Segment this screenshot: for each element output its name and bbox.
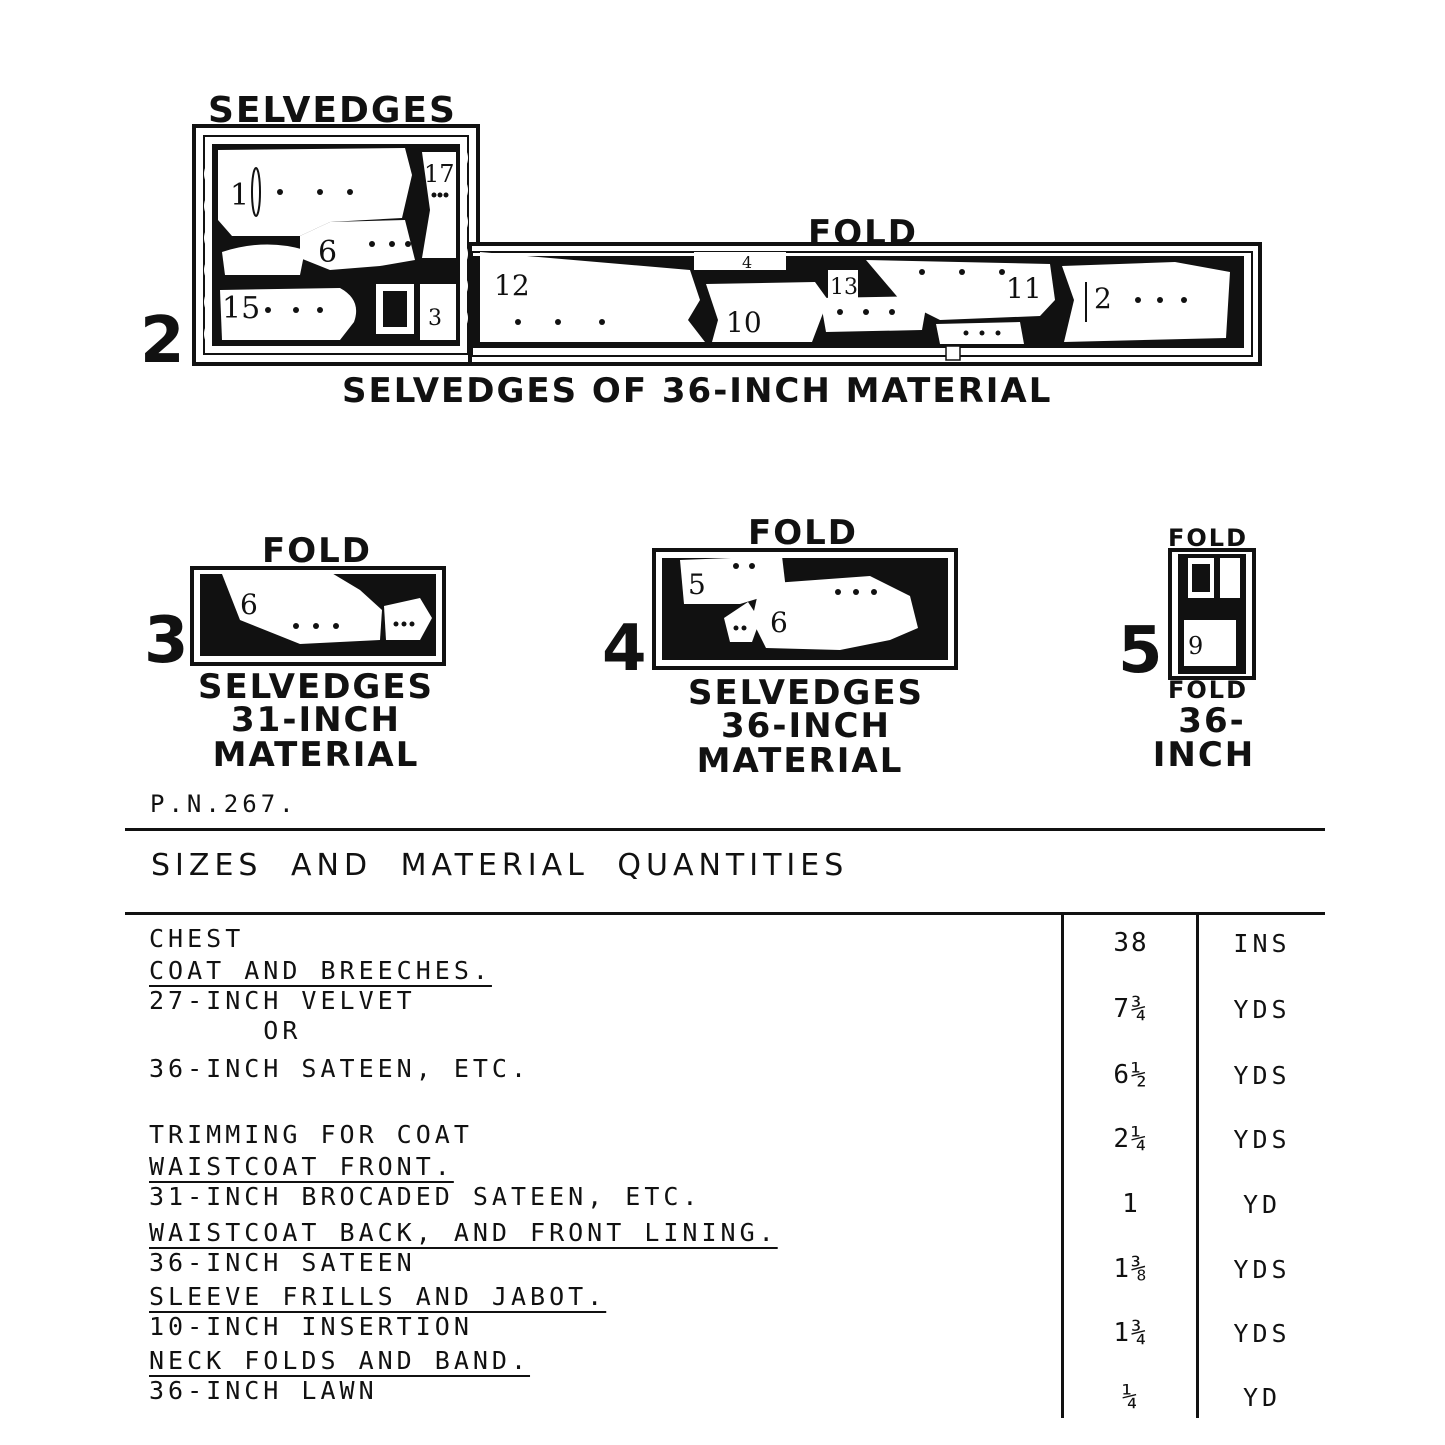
quantity-value: 1⅜ bbox=[1113, 1254, 1149, 1284]
piece-6: 6 bbox=[318, 235, 337, 270]
piece-17: 17 bbox=[424, 160, 455, 188]
layout-4-caption-3: MATERIAL bbox=[697, 741, 904, 781]
table-row: WAISTCOAT FRONT. 31-INCH BROCADED SATEEN… bbox=[149, 1152, 702, 1211]
unit-value: YDS bbox=[1233, 995, 1291, 1024]
column-divider-unit bbox=[1196, 915, 1199, 1418]
table-row: COAT AND BREECHES. 27-INCH VELVET OR bbox=[149, 956, 492, 1045]
piece-10: 10 bbox=[726, 306, 762, 339]
quantity-value: 2¼ bbox=[1113, 1124, 1149, 1154]
layout-3-caption-3: MATERIAL bbox=[213, 735, 420, 775]
layout-4-caption-1: SELVEDGES bbox=[688, 673, 924, 713]
layout-3-fold-label: FOLD bbox=[262, 531, 372, 571]
piece-15: 15 bbox=[222, 291, 260, 326]
layout-5-fold-top: FOLD bbox=[1168, 524, 1248, 552]
table-row: CHEST bbox=[149, 924, 245, 953]
unit-value: YDS bbox=[1233, 1319, 1291, 1348]
layout-4-number: 4 bbox=[602, 612, 647, 686]
table-row: WAISTCOAT BACK, AND FRONT LINING. 36-INC… bbox=[149, 1218, 778, 1277]
piece-4: 4 bbox=[742, 253, 752, 272]
quantity-value: 38 bbox=[1113, 928, 1149, 958]
unit-value: YDS bbox=[1233, 1125, 1291, 1154]
layout-5: FOLD 9 5 FOLD 36- INCH bbox=[1118, 524, 1256, 775]
layout-5-number: 5 bbox=[1118, 614, 1163, 688]
layout-3-caption-2: 31-INCH bbox=[231, 700, 401, 740]
layout-2-fold-label: FOLD bbox=[808, 213, 918, 253]
table-header-rule bbox=[125, 912, 1325, 915]
layout-4-piece-5: 5 bbox=[688, 568, 706, 601]
layout-3-number: 3 bbox=[144, 604, 189, 678]
layout-2-number: 2 bbox=[140, 304, 185, 378]
layout-2-bottom-label: SELVEDGES OF 36-INCH MATERIAL bbox=[342, 371, 1052, 411]
layout-5-caption-1: 36- bbox=[1178, 701, 1245, 741]
piece-11: 11 bbox=[1006, 272, 1042, 305]
layout-5-piece-9: 9 bbox=[1188, 632, 1203, 660]
piece-1: 1 bbox=[230, 178, 249, 213]
pattern-number: P.N.267. bbox=[150, 790, 298, 818]
layout-3-caption-1: SELVEDGES bbox=[198, 667, 434, 707]
unit-value: YDS bbox=[1233, 1061, 1291, 1090]
quantity-value: 7¾ bbox=[1113, 994, 1149, 1024]
piece-2: 2 bbox=[1094, 282, 1112, 315]
piece-13: 13 bbox=[830, 275, 858, 300]
quantity-value: 6½ bbox=[1113, 1060, 1149, 1090]
layout-4-piece-6: 6 bbox=[770, 606, 788, 639]
piece-3: 3 bbox=[428, 306, 442, 331]
column-divider-qty bbox=[1061, 915, 1064, 1418]
piece-12: 12 bbox=[494, 269, 530, 302]
table-row: TRIMMING FOR COAT bbox=[149, 1120, 473, 1149]
unit-value: YDS bbox=[1233, 1255, 1291, 1284]
unit-value: YD bbox=[1242, 1190, 1282, 1219]
layout-3-piece-6: 6 bbox=[240, 588, 258, 621]
layout-5-caption-2: INCH bbox=[1153, 735, 1256, 775]
table-row: 36-INCH SATEEN, ETC. bbox=[149, 1054, 531, 1083]
layout-3: FOLD 6 3 SELVEDGES 31-INCH MATERIAL bbox=[144, 531, 446, 775]
quantities-table: SIZES AND MATERIAL QUANTITIES CHEST 38 I… bbox=[125, 828, 1325, 1418]
layout-4: FOLD 5 6 4 SELVEDGES 36-INCH MATERIAL bbox=[602, 513, 958, 781]
cutting-layouts: SELVEDGES bbox=[140, 90, 1262, 781]
unit-value: YD bbox=[1242, 1383, 1282, 1412]
table-title: SIZES AND MATERIAL QUANTITIES bbox=[151, 848, 849, 883]
table-row: NECK FOLDS AND BAND. 36-INCH LAWN bbox=[149, 1346, 531, 1405]
quantity-value: 1¾ bbox=[1113, 1318, 1149, 1348]
quantity-value: 1 bbox=[1122, 1189, 1140, 1219]
table-row: SLEEVE FRILLS AND JABOT. 10-INCH INSERTI… bbox=[149, 1282, 607, 1341]
layout-5-fold-bottom: FOLD bbox=[1168, 676, 1248, 704]
layout-4-fold-label: FOLD bbox=[748, 513, 858, 553]
layout-2: SELVEDGES bbox=[140, 90, 1262, 411]
quantity-value: ¼ bbox=[1122, 1382, 1140, 1412]
layout-4-caption-2: 36-INCH bbox=[721, 706, 891, 746]
table-top-rule bbox=[125, 828, 1325, 831]
unit-value: INS bbox=[1233, 929, 1291, 958]
